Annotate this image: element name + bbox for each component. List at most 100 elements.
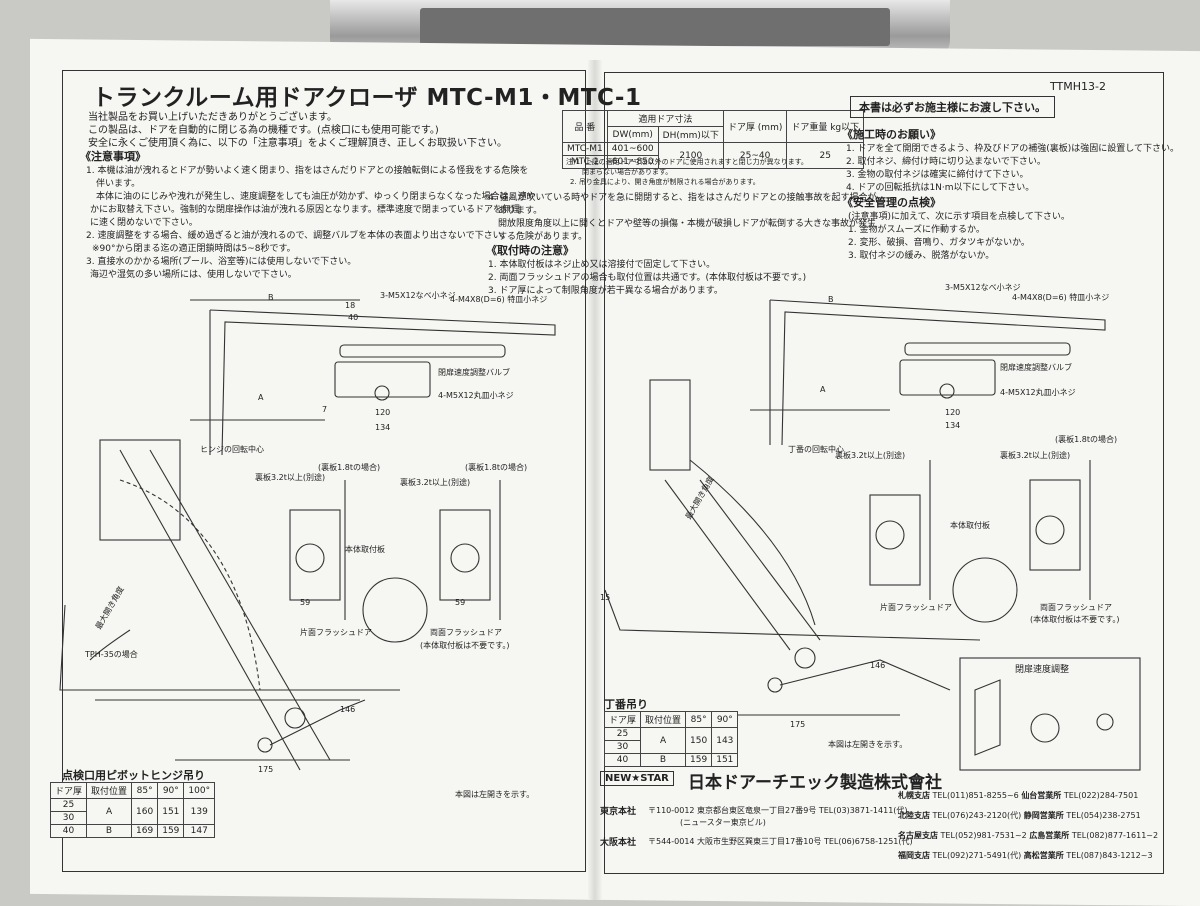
door-type-note: (本体取付板は不要です。) [420,640,509,650]
caution-line: 伴います。 [96,179,141,189]
dim-label-a: A [820,385,826,394]
right-panel-border [604,72,1164,874]
section-label: (裏板1.8tの場合) [1055,434,1117,444]
pivot-cell: 40 [49,824,88,838]
caution-line: 3. 直接水のかかる場所(プール、浴室等)には使用しないで下さい。 [86,257,357,267]
valve-label: 閉扉速度調整バルブ [1000,362,1072,372]
pivot-cell: 147 [183,824,216,838]
intro-line: この製品は、ドアを自動的に閉じる為の機種です。(点検口にも使用可能です。) [88,125,439,136]
screw-label: 3-M5X12なべ小ネジ [380,291,456,300]
install-line: 2. 両面フラッシュドアの場合も取付位置は共通です。(本体取付板は不要です。) [488,273,807,283]
hinge-center-label: 丁番の回転中心 [788,444,844,454]
company-name: 日本ドアーチエック製造株式會社 [688,773,942,793]
install-heading: 《取付時の注意》 [486,244,574,257]
dim-label-a: A [258,393,264,402]
dim-label: 134 [945,421,960,430]
section-label: 裏板3.2t以上(別途) [835,450,905,460]
hinge-cell: A [640,727,687,754]
left-panel-border [62,70,586,872]
hinge-cell: 159 [685,753,713,767]
at-install-line: 1. ドアを全て開閉できるよう、枠及びドアの補強(裏板)は強固に設置して下さい。 [846,144,1180,154]
dim-label: 175 [790,720,805,729]
dim-label-b: B [268,293,274,302]
spec-note: 2. 吊り金具により、開き角度が制限される場合があります。 [570,178,760,186]
dim-label-b: B [828,295,834,304]
pivot-heading: 点検口用ピボットヒンジ吊り [62,769,205,782]
office-name: 東京本社 [600,807,637,817]
safety-line: 1. 金物がスムーズに作動するか。 [848,225,985,235]
door-closer-product [420,8,890,46]
branch-row: 北陸支店 TEL(076)243-2120(代) 静岡営業所 TEL(054)2… [898,811,1141,820]
dim-label: 40 [348,313,358,322]
cautions-heading: 《注意事項》 [80,150,146,163]
hinge-cell: 30 [603,740,642,754]
spec-cell: MTC-1 [562,155,608,169]
dim-label: 146 [870,661,885,670]
hinge-cell: 150 [685,727,713,754]
section-label: 裏板3.2t以上(別途) [1000,450,1070,460]
hinge-cell: 143 [711,727,739,754]
safety-line: 2. 変形、破損、音鳴り、ガタツキがないか。 [848,238,1030,248]
hinge-header: 取付位置 [640,711,687,728]
dim-label: 134 [375,423,390,432]
section-label: 本体取付板 [950,520,990,530]
pivot-table: ドア厚 取付位置 85° 90° 100° 25 A 160 151 139 3… [49,782,216,838]
spec-cell: 2100 [657,142,724,169]
dim-label: 59 [300,598,310,607]
pivot-cell: 159 [157,824,185,838]
hinge-cell: B [640,753,687,767]
section-label: 裏板3.2t以上(別途) [400,477,470,487]
caution-line: かにお取替え下さい。強制的な閉扉操作は油が洩れる原因となります。標準速度で閉まっ… [90,205,521,215]
spec-note: 閉まらない場合があります。 [582,168,673,176]
hinge-center-label: ヒンジの回転中心 [200,444,264,454]
door-type-label: 片面フラッシュドア [880,602,952,612]
at-install-line: 3. 金物の取付ネジは確実に締付けて下さい。 [846,170,1029,180]
screw-label: 3-M5X12なべ小ネジ [945,283,1021,292]
safety-line: (注意事項)に加えて、次に示す項目を点検して下さい。 [848,212,1070,222]
dim-label: 59 [455,598,465,607]
spec-note: 注)1. 上記の適用ドア寸法以外のドアに使用されますと閉じ力が異なります。 [566,158,808,166]
dim-label: 18 [345,301,355,310]
door-type-label: 片面フラッシュドア [300,627,372,637]
caution4-line: 4. 強風が吹いている時やドアを急に開閉すると、指をはさんだりドアとの接触事故を… [488,193,877,203]
section-label: (裏板1.8tの場合) [465,462,527,472]
at-install-line: 2. 取付ネジ、締付け時に切り込まないで下さい。 [846,157,1046,167]
pivot-header: 取付位置 [86,782,133,799]
caution4-line: 開放限度角度以上に開くとドアや壁等の損傷・本機が破損しドアが転倒する大きな事故が… [498,219,877,229]
section-label: 裏板3.2t以上(別途) [255,472,325,482]
pivot-cell: A [86,798,133,825]
screw-label: 4-M4X8(D=6) 特皿小ネジ [1012,292,1109,302]
pivot-cell: 139 [183,798,216,825]
door-type-label: 両面フラッシュドア [430,628,502,637]
safety-line: 3. 取付ネジの緩み、脱落がないか。 [848,251,995,261]
left-open-note: 本図は左開きを示す。 [455,789,534,799]
branch-row: 福岡支店 TEL(092)271-5491(代) 高松営業所 TEL(087)8… [898,851,1153,860]
pivot-cell: 169 [131,824,159,838]
door-type-note: (本体取付板は不要です。) [1030,614,1119,624]
at-install-line: 4. ドアの回転抵抗は1N·m以下にして下さい。 [846,183,1035,193]
caution4-line: する危険があります。 [498,232,588,242]
caution-line: に速く閉めないで下さい。 [90,218,198,228]
spec-header: ドア厚 (mm) [722,110,788,143]
caution-line: 1. 本機は油が洩れるとドアが勢いよく速く閉まり、指をはさんだりドアとの接触転倒… [86,166,529,176]
office-address: 〒110-0012 東京都台東区竜泉一丁目27番9号 TEL(03)3871-1… [648,806,908,815]
install-line: 3. ドア厚によって制限角度が若干異なる場合があります。 [488,286,723,296]
office-address: 〒544-0014 大阪市生野区巽東三丁目17番10号 TEL(06)6758-… [648,837,913,846]
left-open-note: 本図は左開きを示す。 [828,739,907,749]
valve-label: 閉扉速度調整バルブ [438,367,510,377]
dim-label: 175 [258,765,273,774]
branch-row: 札幌支店 TEL(011)851-8255~6 仙台営業所 TEL(022)28… [898,791,1139,800]
screw-label: 4-M4X8(D=6) 特皿小ネジ [450,294,547,304]
pivot-cell: 151 [157,798,185,825]
hinge-table: ドア厚 取付位置 85° 90° 25 A 150 143 30 40 B 15… [603,711,739,767]
office-address: (ニュースター東京ビル) [680,818,766,827]
pivot-header: 90° [157,782,185,799]
section-label: (裏板1.8tの場合) [318,462,380,472]
caution-line: 2. 速度調整をする場合、緩め過ぎると油が洩れるので、調整バルブを本体の表面より… [86,231,511,241]
tph-label: TPH-35の場合 [84,649,138,659]
hinge-header: 85° [685,711,713,728]
hinge-header: 90° [711,711,739,728]
section-label: 本体取付板 [345,544,385,554]
dim-label: 146 [340,705,355,714]
paper-fold [588,60,602,900]
